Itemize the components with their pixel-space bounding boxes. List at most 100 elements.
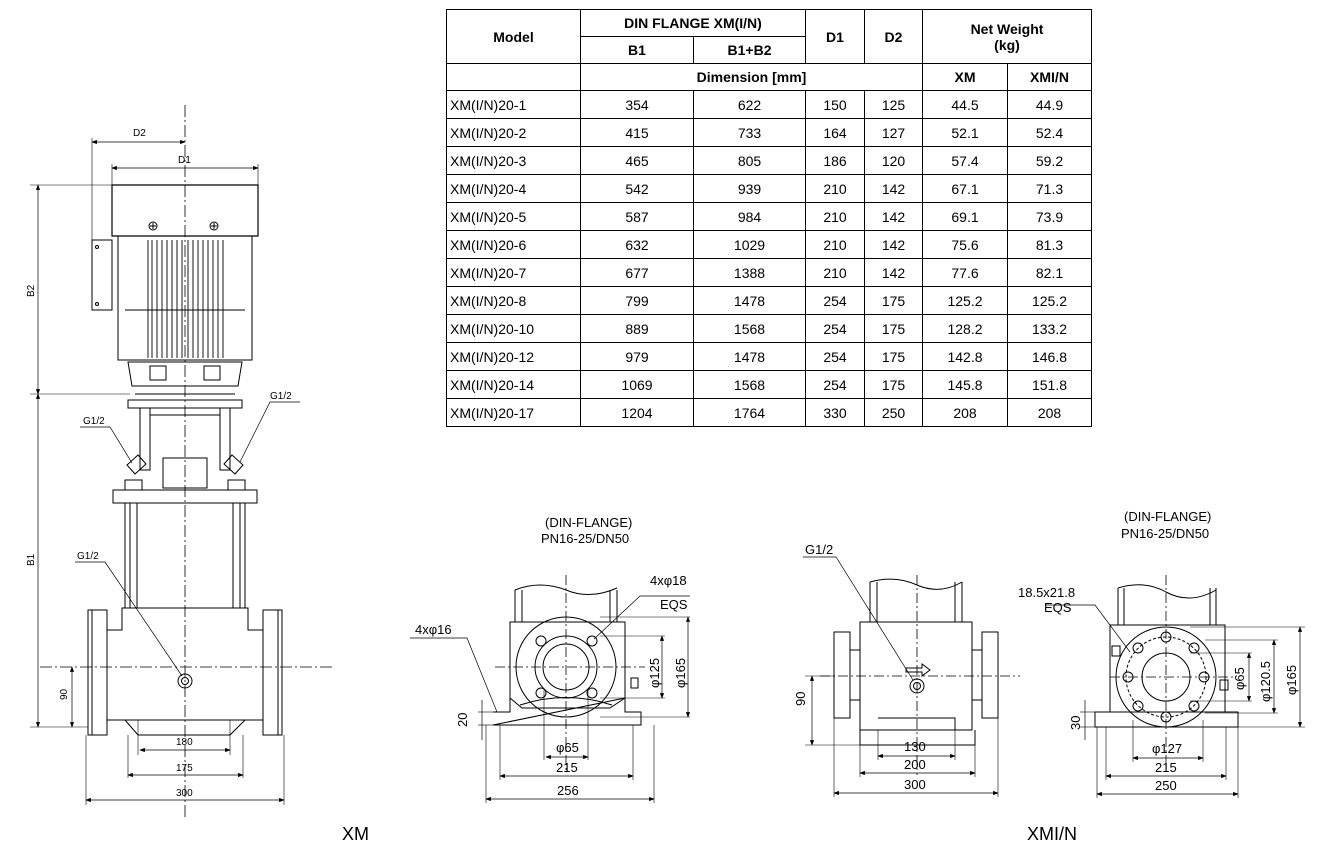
cell-b1: 799 — [580, 286, 694, 315]
flange-xm-title1: (DIN-FLANGE) — [545, 515, 632, 530]
col-din-flange: DIN FLANGE XM(I/N) — [580, 9, 806, 37]
label-g-top-left: G1/2 — [83, 416, 105, 427]
flange-xmin-eqs: EQS — [1044, 600, 1072, 615]
side-xmin-drawing — [803, 556, 1020, 797]
cell-d2: 175 — [864, 286, 923, 315]
cell-d2: 250 — [864, 398, 923, 427]
label-g-mid: G1/2 — [77, 551, 99, 562]
flange-xm-dim20: 20 — [455, 713, 470, 727]
cell-xmin: 82.1 — [1007, 258, 1092, 287]
cell-d1: 254 — [805, 314, 865, 343]
side-xmin-dim130: 130 — [904, 739, 926, 754]
label-b2: B2 — [26, 284, 37, 297]
flange-xm-phi165: φ165 — [673, 658, 688, 688]
cell-d2: 142 — [864, 230, 923, 259]
cell-xmin: 133.2 — [1007, 314, 1092, 343]
cell-d1: 254 — [805, 370, 865, 399]
flange-xmin-dim30: 30 — [1068, 716, 1083, 730]
side-xmin-dim90: 90 — [793, 692, 808, 706]
col-xm: XM — [922, 63, 1008, 91]
dimension-table: Model DIN FLANGE XM(I/N) D1 D2 Net Weigh… — [446, 9, 1092, 427]
cell-xmin: 125.2 — [1007, 286, 1092, 315]
cell-xmin: 146.8 — [1007, 342, 1092, 371]
flange-xm-holes: 4xφ18 — [650, 573, 687, 588]
cell-xmin: 52.4 — [1007, 118, 1092, 147]
cell-d2: 142 — [864, 202, 923, 231]
cell-xm: 67.1 — [922, 174, 1008, 203]
flange-xm-phi65: φ65 — [556, 740, 579, 755]
label-g-top-right: G1/2 — [270, 391, 292, 402]
flange-xmin-phi120: φ120.5 — [1258, 661, 1273, 702]
flange-xmin-drawing — [1045, 575, 1305, 798]
flange-xmin-title2: PN16-25/DN50 — [1121, 526, 1209, 541]
cell-b1: 542 — [580, 174, 694, 203]
label-dim-180: 180 — [176, 737, 193, 748]
cell-d2: 142 — [864, 174, 923, 203]
label-b1: B1 — [26, 553, 37, 566]
col-net-weight: Net Weight (kg) — [922, 9, 1092, 64]
side-xmin-g: G1/2 — [805, 542, 833, 557]
cell-b1b2: 622 — [693, 90, 806, 119]
col-d2: D2 — [864, 9, 923, 64]
label-dim-90: 90 — [59, 688, 70, 700]
flange-xm-eqs: EQS — [660, 597, 688, 612]
cell-model: XM(I/N)20-5 — [446, 202, 581, 231]
cell-d1: 210 — [805, 202, 865, 231]
cell-b1: 1204 — [580, 398, 694, 427]
pump-elevation-drawing — [30, 105, 335, 820]
cell-b1b2: 1029 — [693, 230, 806, 259]
side-xmin-dim300: 300 — [904, 777, 926, 792]
cell-xm: 208 — [922, 398, 1008, 427]
cell-b1b2: 984 — [693, 202, 806, 231]
flange-xm-phi125: φ125 — [647, 658, 662, 688]
cell-model: XM(I/N)20-1 — [446, 90, 581, 119]
cell-xmin: 73.9 — [1007, 202, 1092, 231]
cell-model: XM(I/N)20-3 — [446, 146, 581, 175]
flange-xm-holes16: 4xφ16 — [415, 622, 452, 637]
flange-xm-title2: PN16-25/DN50 — [541, 531, 629, 546]
cell-b1: 979 — [580, 342, 694, 371]
cell-b1: 677 — [580, 258, 694, 287]
flange-xm-dim215: 215 — [556, 760, 578, 775]
cell-xm: 44.5 — [922, 90, 1008, 119]
flange-xmin-phi127: φ127 — [1152, 741, 1182, 756]
side-xmin-dim200: 200 — [904, 757, 926, 772]
label-dim-300: 300 — [176, 788, 193, 799]
cell-xm: 142.8 — [922, 342, 1008, 371]
cell-d1: 210 — [805, 230, 865, 259]
cell-d1: 210 — [805, 258, 865, 287]
flange-xmin-title1: (DIN-FLANGE) — [1124, 509, 1211, 524]
cell-xm: 125.2 — [922, 286, 1008, 315]
caption-xmin: XMI/N — [1027, 824, 1078, 844]
col-model: Model — [446, 9, 581, 64]
caption-xm: XM — [342, 824, 369, 844]
cell-b1b2: 733 — [693, 118, 806, 147]
label-d2: D2 — [133, 128, 146, 139]
flange-xmin-phi65: φ65 — [1232, 667, 1247, 690]
label-dim-175: 175 — [176, 763, 193, 774]
cell-b1b2: 1764 — [693, 398, 806, 427]
cell-b1: 1069 — [580, 370, 694, 399]
label-d1: D1 — [178, 155, 191, 166]
net-weight-line2: (kg) — [994, 36, 1020, 53]
cell-d1: 254 — [805, 286, 865, 315]
cell-model: XM(I/N)20-14 — [446, 370, 581, 399]
cell-xmin: 44.9 — [1007, 90, 1092, 119]
cell-xm: 77.6 — [922, 258, 1008, 287]
cell-d2: 175 — [864, 314, 923, 343]
cell-d2: 175 — [864, 342, 923, 371]
cell-b1: 415 — [580, 118, 694, 147]
cell-b1b2: 1568 — [693, 370, 806, 399]
cell-d2: 175 — [864, 370, 923, 399]
cell-b1b2: 1478 — [693, 342, 806, 371]
cell-b1b2: 1568 — [693, 314, 806, 343]
